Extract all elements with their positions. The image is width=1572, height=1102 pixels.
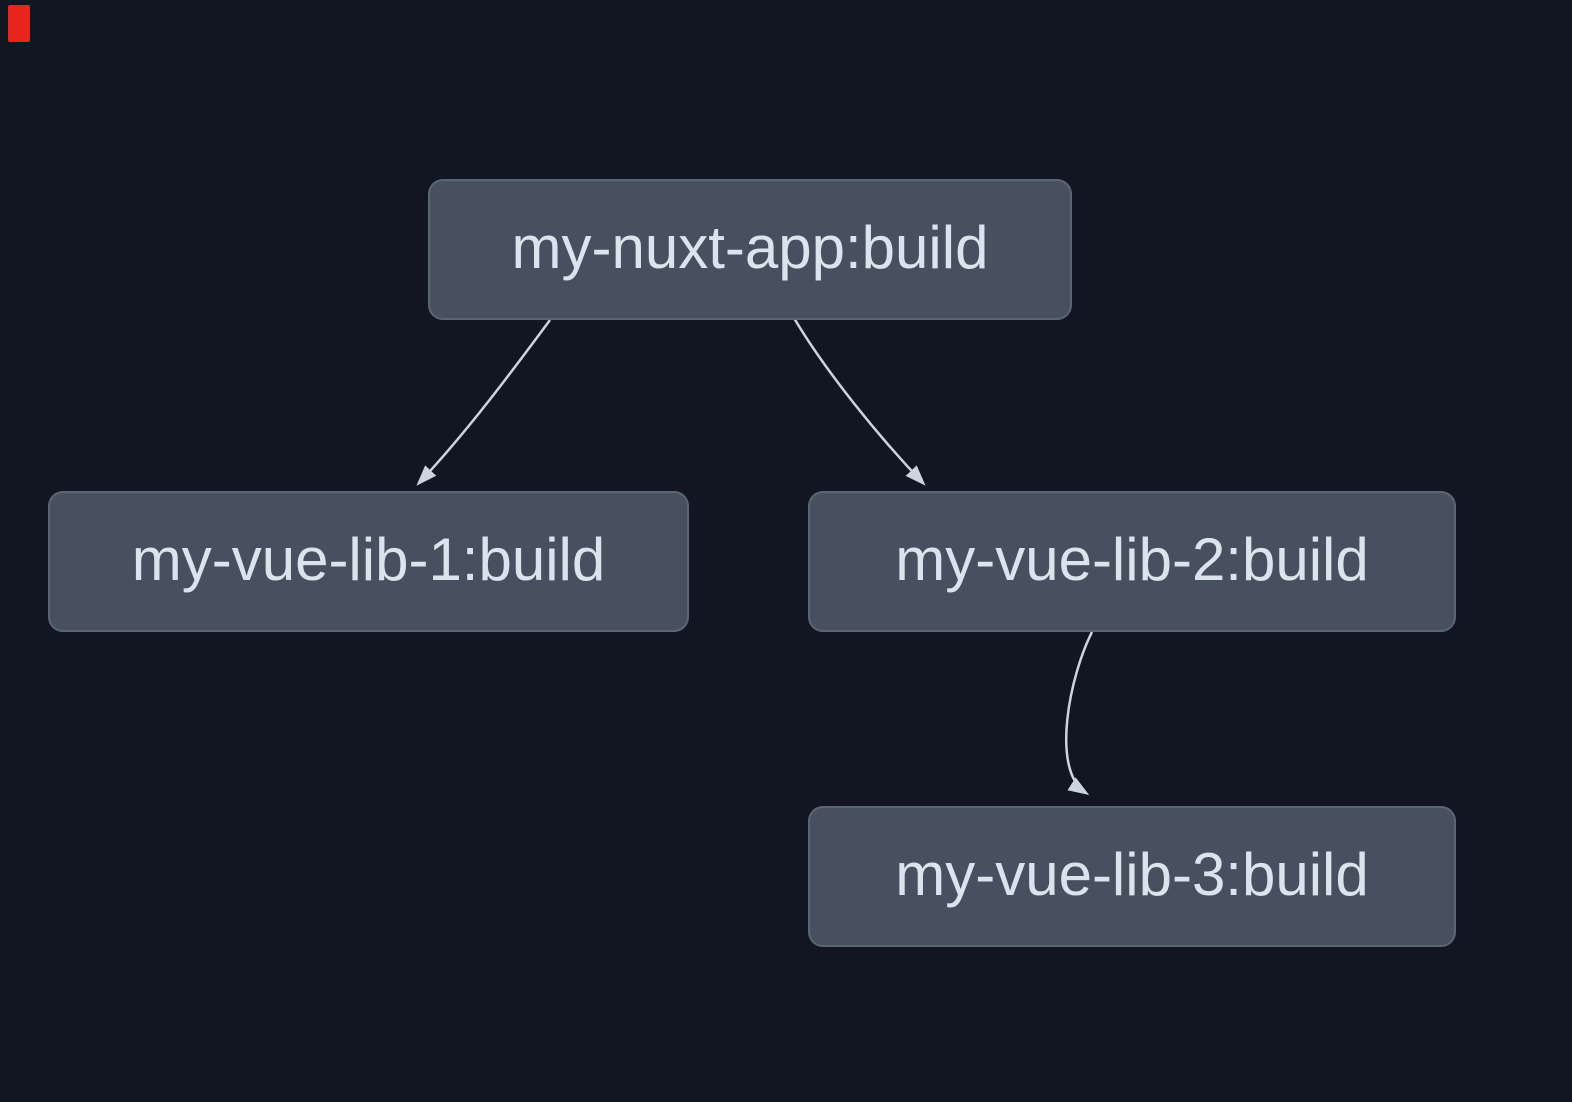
- task-node-my-vue-lib-2-build[interactable]: my-vue-lib-2:build: [808, 491, 1456, 632]
- task-node-label: my-vue-lib-2:build: [895, 525, 1369, 593]
- edge-my-vue-lib-2-build-to-my-vue-lib-3-build: [1065, 631, 1094, 796]
- edge-my-nuxt-app-build-to-my-vue-lib-2-build: [792, 317, 926, 486]
- task-node-label: my-nuxt-app:build: [511, 213, 989, 281]
- edge-my-nuxt-app-build-to-my-vue-lib-1-build: [416, 319, 552, 486]
- task-node-my-nuxt-app-build[interactable]: my-nuxt-app:build: [428, 179, 1072, 320]
- task-node-label: my-vue-lib-1:build: [131, 525, 606, 593]
- task-node-label: my-vue-lib-3:build: [895, 840, 1369, 908]
- red-marker: [8, 5, 30, 42]
- task-node-my-vue-lib-3-build[interactable]: my-vue-lib-3:build: [808, 806, 1456, 947]
- task-node-my-vue-lib-1-build[interactable]: my-vue-lib-1:build: [48, 491, 689, 632]
